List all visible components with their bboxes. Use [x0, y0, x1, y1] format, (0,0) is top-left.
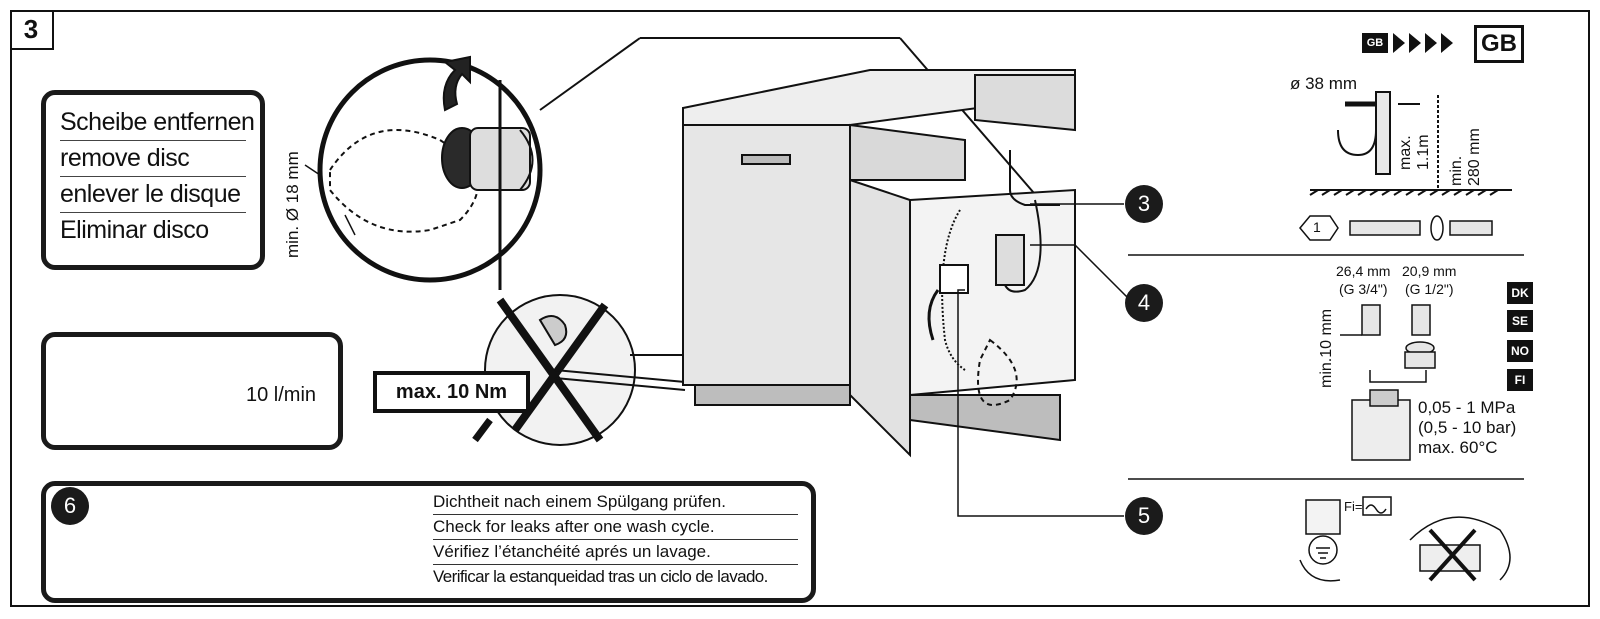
remove-disc-en: remove disc	[60, 141, 246, 177]
inlet-size-a-mm: 26,4 mm	[1336, 263, 1391, 279]
accessory-parts	[1299, 215, 1493, 241]
drain-min-label: min.	[1448, 155, 1465, 186]
leak-check-en: Check for leaks after one wash cycle.	[433, 515, 798, 540]
gb-badge-small: GB	[1362, 33, 1388, 53]
country-dk: DK	[1507, 282, 1533, 304]
drain-siphon	[1309, 91, 1512, 196]
fi-label: Fi=	[1344, 499, 1363, 514]
dishwasher-cabinet	[682, 69, 1076, 458]
inlet-size-a: 26,4 mm (G 3/4")	[1336, 262, 1390, 298]
remove-disc-fr: enlever le disque	[60, 177, 246, 213]
pressure-bar: (0,5 - 10 bar)	[1418, 418, 1517, 437]
torque-limit: max. 10 Nm	[373, 371, 530, 413]
inlet-min-length: min.10 mm	[1318, 308, 1335, 388]
electrical-illustration	[1299, 496, 1511, 582]
gb-arrows	[1393, 33, 1453, 53]
remove-disc-de: Scheibe entfernen	[60, 105, 255, 141]
drain-max-label: max.	[1397, 135, 1414, 170]
drain-diameter: ø 38 mm	[1290, 74, 1358, 93]
inlet-fittings	[1340, 304, 1436, 461]
callout-3: 3	[1125, 185, 1163, 223]
hose-min-diameter: min. Ø 18 mm	[283, 151, 302, 258]
callout-5: 5	[1125, 497, 1163, 535]
drain-min-height: min. 280 mm	[1448, 128, 1484, 186]
leak-check-text: Dichtheit nach einem Spülgang prüfen. Ch…	[433, 490, 798, 589]
accessory-number: 1	[1313, 219, 1321, 235]
remove-disc-box: Scheibe entfernen remove disc enlever le…	[41, 90, 265, 270]
leak-check-fr: Vérifiez l’étanchéité aprés un lavage.	[433, 540, 798, 565]
leak-check-es: Verificar la estanqueidad tras un ciclo …	[433, 567, 768, 586]
flow-rate-box	[41, 332, 343, 450]
inlet-size-b-g: (G 1/2")	[1404, 281, 1454, 297]
drain-min-value: 280 mm	[1466, 128, 1483, 186]
inlet-size-b-mm: 20,9 mm	[1402, 263, 1457, 279]
max-temperature: max. 60°C	[1418, 438, 1498, 457]
drain-max-value: 1.1m	[1415, 134, 1432, 170]
flow-rate: 10 l/min	[246, 384, 317, 406]
gb-badge-large: GB	[1474, 25, 1524, 63]
country-no: NO	[1507, 340, 1533, 362]
step-number: 3	[10, 10, 54, 50]
panel-separators	[1128, 254, 1524, 480]
callout-leaders	[957, 203, 1131, 517]
callout-4: 4	[1125, 284, 1163, 322]
hose-connector-magnifier	[317, 37, 1041, 290]
min-diameter-arrows	[304, 164, 356, 236]
remove-disc-es: Eliminar disco	[60, 216, 209, 244]
leak-check-de: Dichtheit nach einem Spülgang prüfen.	[433, 490, 798, 515]
callout-6: 6	[51, 487, 89, 525]
water-pressure-spec: 0,05 - 1 MPa (0,5 - 10 bar) max. 60°C	[1418, 398, 1516, 458]
instruction-frame	[10, 10, 1590, 607]
inlet-size-a-g: (G 3/4")	[1338, 281, 1388, 297]
leak-check-box	[41, 481, 816, 603]
drain-max-height: max. 1.1m	[1397, 134, 1433, 170]
country-se: SE	[1507, 310, 1533, 332]
inlet-size-b: 20,9 mm (G 1/2")	[1402, 262, 1456, 298]
country-fi: FI	[1507, 369, 1533, 391]
pressure-mpa: 0,05 - 1 MPa	[1418, 398, 1516, 417]
